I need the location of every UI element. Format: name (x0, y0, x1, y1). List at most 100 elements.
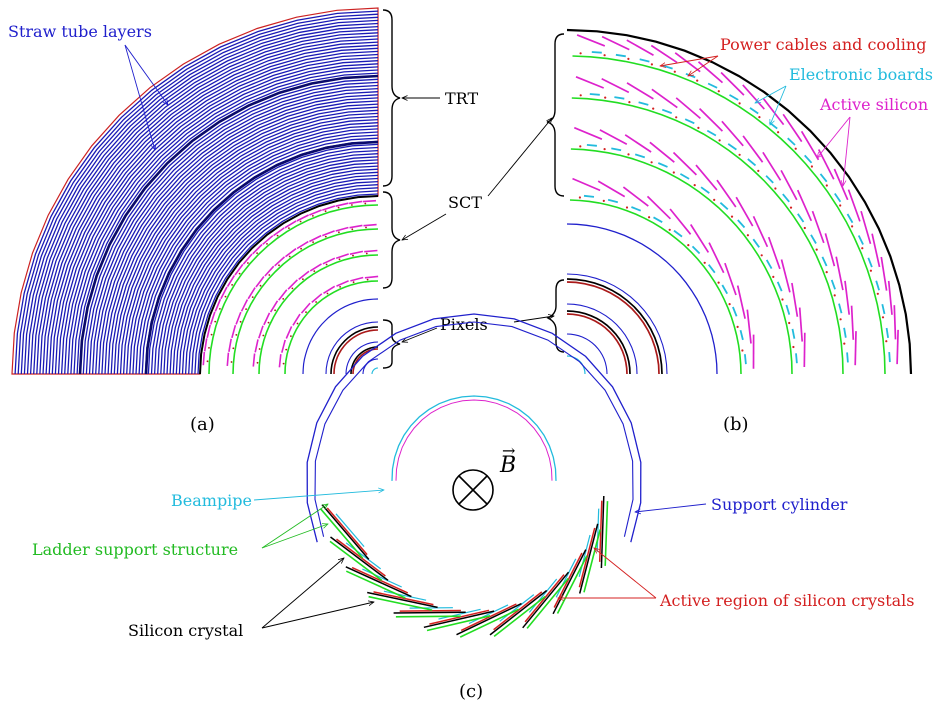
straw-tube-layer (23, 19, 379, 375)
silicon-module (724, 262, 737, 296)
silicon-module (735, 196, 754, 227)
power-cable-dot (876, 292, 879, 295)
sct-cooling-dot (231, 284, 234, 286)
boards-arrow-2 (770, 85, 787, 125)
sct-module (220, 286, 228, 300)
electronic-board (885, 327, 889, 339)
crystal-arrows (261, 558, 374, 629)
trt-brace (382, 9, 401, 187)
straw-tube-layer (104, 100, 379, 375)
power-cables-label: Power cables and cooling (720, 35, 926, 54)
sct-module (336, 280, 349, 287)
power-cable-dot (650, 63, 654, 66)
sct-module (322, 257, 336, 265)
power-cable-dot (839, 204, 842, 207)
power-cable-dot (697, 126, 700, 129)
panel-b-caption: (b) (723, 414, 749, 435)
power-cable-dot (675, 116, 678, 119)
beampipe (371, 367, 379, 375)
power-cable-dot (604, 96, 607, 99)
power-arrows (660, 55, 719, 76)
sct-module (285, 248, 297, 258)
power-cable-dot (788, 321, 791, 325)
straw-tube-layer (132, 128, 379, 375)
silicon-module (699, 107, 723, 132)
sct-module (296, 240, 309, 250)
power-cable-dot (687, 244, 690, 247)
electronic-board (727, 143, 737, 151)
sct-module (363, 223, 377, 227)
sct-cooling-dot (214, 320, 217, 323)
power-cable-dot (603, 54, 606, 57)
straw-tube-layer (54, 50, 379, 375)
straw-tube-layer (194, 190, 379, 375)
straw-tube-layer (184, 180, 379, 375)
sct-cooling-dot (256, 361, 259, 364)
power-cable-dot (603, 148, 606, 151)
sct-cooling-dot (291, 287, 294, 290)
silicon-module (674, 52, 701, 73)
straw-tube-layer (33, 29, 379, 375)
sct-module (285, 326, 293, 339)
power-cable-dot (602, 199, 605, 202)
straw-tube-layer (76, 72, 379, 375)
straw-tube-layer (138, 134, 379, 375)
active-region-label: Active region of silicon crystals (659, 591, 915, 610)
panel-c-caption: (c) (459, 681, 483, 702)
active-silicon-region (336, 538, 386, 577)
silicon-module (782, 113, 803, 143)
sct-module (273, 227, 285, 237)
electronic-board (706, 129, 717, 137)
straw-tube-layer (122, 118, 379, 375)
trt-module-boundary (144, 140, 379, 375)
silicon-crystal (393, 611, 466, 614)
straw-tube-layer (51, 47, 379, 375)
silicon-crystal (456, 602, 522, 636)
power-arrow-2 (688, 55, 719, 76)
electronic-board (684, 118, 695, 125)
power-cable-dot (803, 226, 806, 230)
active-silicon-region (493, 591, 543, 631)
electronic-board (700, 186, 710, 194)
power-cable-dot (758, 116, 761, 119)
sct-module (278, 354, 282, 368)
trt-inner-boundary (199, 195, 379, 375)
sct-support-ring-b (570, 148, 793, 375)
sct-module (226, 352, 230, 366)
straw-tube-layer (17, 13, 379, 375)
pixel-support-b (566, 333, 608, 375)
ladder-electronics (555, 558, 577, 598)
sct-cooling-dot (235, 334, 238, 336)
silicon-module (572, 177, 601, 192)
straw-tube-layer (153, 149, 379, 375)
straw-tube-layer (191, 187, 379, 375)
power-cable-dot (693, 184, 696, 187)
sct-cooling-dot (232, 347, 235, 350)
electronic-board (821, 256, 828, 267)
power-cable-dot (717, 90, 720, 93)
sct-outer-boundary (566, 28, 913, 375)
straw-tube-layer (166, 162, 379, 375)
field-vector-arrow: → (502, 441, 515, 460)
pixels-label: Pixels (440, 315, 488, 334)
ladder-support (556, 555, 588, 614)
ladder-support (368, 595, 433, 611)
silicon-crystal (367, 591, 438, 609)
sct-cooling-dot (338, 231, 340, 234)
silicon-arrows (817, 116, 851, 186)
sct-module (258, 325, 264, 339)
silicon-module (824, 233, 836, 267)
silicon-module (626, 82, 654, 100)
sct-module (202, 351, 206, 366)
silicon-module (597, 180, 626, 198)
electronic-board (739, 329, 744, 341)
power-cable-dot (843, 342, 846, 345)
silicon-module (850, 305, 855, 340)
pixel-support-b (566, 303, 638, 375)
ladder-arrows (261, 504, 328, 549)
sct-module (364, 249, 378, 253)
power-cable-dot (730, 215, 734, 218)
electronic-board (765, 259, 773, 270)
straw-tube-layer (116, 112, 379, 375)
power-cable-dot (738, 153, 741, 156)
